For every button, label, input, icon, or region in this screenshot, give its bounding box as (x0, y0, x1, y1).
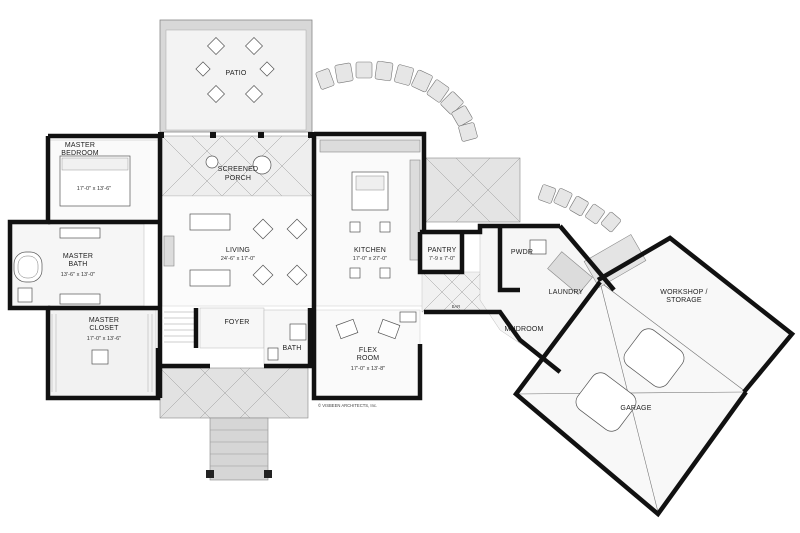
patio-label: PATIO (226, 70, 247, 77)
master-closet-label-2: CLOSET (89, 325, 119, 332)
foyer-area: FOYER (199, 307, 265, 349)
living-size: 24'-6" x 17'-0" (221, 256, 255, 262)
master-bath-size: 13'-6" x 13'-0" (61, 272, 95, 278)
master-bedroom-size: 17'-0" x 13'-6" (77, 186, 111, 192)
workshop-label-2: STORAGE (666, 297, 702, 304)
pantry-size: 7'-9 x 7'-0" (429, 256, 455, 262)
powder-bath-area: BATH (263, 309, 311, 367)
master-bedroom-label-2: BEDROOM (61, 150, 99, 157)
kitchen-label: KITCHEN (354, 247, 386, 254)
master-closet-area: MASTER CLOSET 17'-0" x 13'-6" (47, 309, 157, 397)
porch-posts (158, 132, 314, 138)
front-porch (159, 367, 309, 481)
kitchen-size: 17'-0" x 27'-0" (353, 256, 387, 262)
screened-porch-label-2: PORCH (225, 175, 251, 182)
flex-room-area: FLEX ROOM 17'-0" x 13'-8" (315, 309, 421, 397)
bath-label: BATH (283, 345, 302, 352)
stair-area (164, 311, 196, 343)
master-bath-area: MASTER BATH 13'-6" x 13'-0" (11, 223, 145, 307)
living-label: LIVING (226, 247, 250, 254)
workshop-label-1: WORKSHOP / (660, 289, 707, 296)
screened-porch-label-1: SCREENED (218, 166, 259, 173)
master-bath-label-2: BATH (69, 261, 88, 268)
pwdr-label: PWDR (511, 249, 533, 256)
flex-room-size: 17'-0" x 13'-8" (351, 366, 385, 372)
foyer-label: FOYER (224, 319, 249, 326)
flex-room-label-2: ROOM (357, 355, 380, 362)
pantry-area: PANTRY 7'-9 x 7'-0" (421, 233, 463, 271)
mudroom-label: MUDROOM (504, 326, 543, 333)
patio-chairs (195, 37, 275, 103)
screened-porch-area: SCREENED PORCH (161, 135, 315, 197)
laundry-label: LAUNDRY (549, 289, 584, 296)
stepping-stones (315, 60, 621, 233)
living-area: LIVING 24'-6" x 17'-0" (161, 195, 315, 307)
bar-label: BAR (452, 304, 461, 309)
pantry-label: PANTRY (428, 247, 457, 254)
credit-text: © VISBEEN ARCHITECTS, Inc. (318, 403, 377, 408)
rear-deck (425, 157, 521, 223)
master-bath-label-1: MASTER (63, 253, 93, 260)
garage-wing: WORKSHOP / STORAGE GARAGE (515, 234, 793, 513)
patio-area: PATIO (159, 19, 313, 133)
garage-label: GARAGE (620, 405, 651, 412)
flex-room-label-1: FLEX (359, 347, 377, 354)
master-bedroom-label-1: MASTER (65, 142, 95, 149)
kitchen-area: KITCHEN 17'-0" x 27'-0" (315, 137, 425, 307)
master-closet-size: 17'-0" x 13'-6" (87, 336, 121, 342)
master-bedroom-area: MASTER BEDROOM 17'-0" x 13'-6" (47, 139, 161, 221)
master-closet-label-1: MASTER (89, 317, 119, 324)
